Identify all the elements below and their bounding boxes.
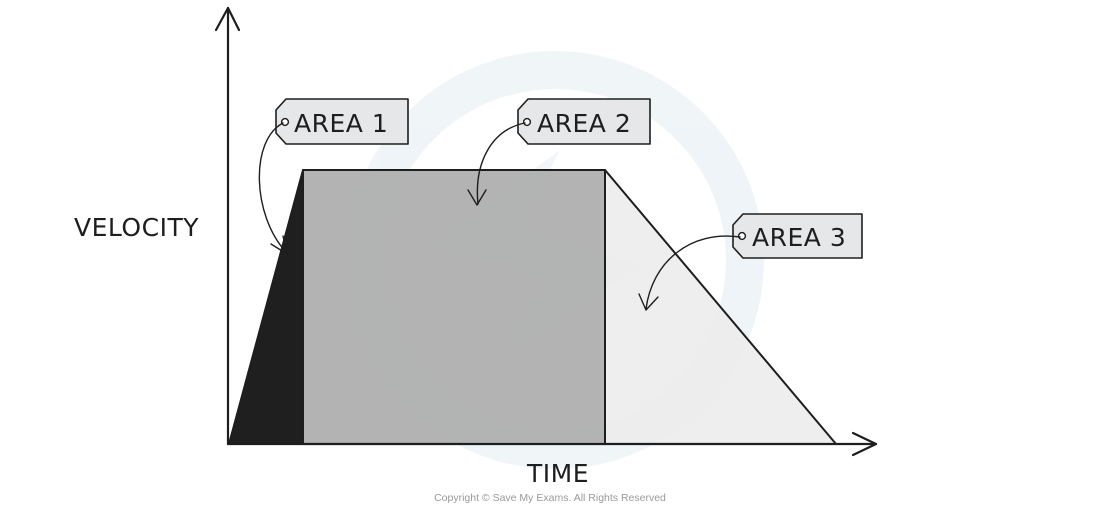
area-3-pointer-arrowhead bbox=[638, 293, 659, 311]
area-2-pointer bbox=[476, 122, 526, 205]
area-2-region bbox=[303, 170, 605, 444]
area-2-tag: AREA 2 bbox=[517, 98, 651, 145]
area-1-tag-label: AREA 1 bbox=[294, 109, 388, 138]
copyright-notice: Copyright © Save My Exams. All Rights Re… bbox=[434, 492, 666, 504]
x-axis-label: TIME bbox=[526, 459, 589, 488]
area-1-tag: AREA 1 bbox=[275, 98, 409, 145]
area-3-tag-label: AREA 3 bbox=[752, 223, 846, 252]
area-3-tag: AREA 3 bbox=[732, 213, 863, 259]
y-axis-label: VELOCITY bbox=[74, 213, 199, 242]
velocity-trace bbox=[228, 169, 837, 445]
y-axis-arrowhead bbox=[214, 6, 241, 32]
area-1-pointer-arrowhead bbox=[270, 235, 288, 255]
area-1-pointer bbox=[258, 122, 287, 253]
area-3-pointer bbox=[645, 235, 741, 310]
x-axis-arrowhead bbox=[851, 431, 878, 457]
area-2-tag-label: AREA 2 bbox=[537, 109, 631, 138]
area-2-pointer-arrowhead bbox=[467, 189, 487, 206]
